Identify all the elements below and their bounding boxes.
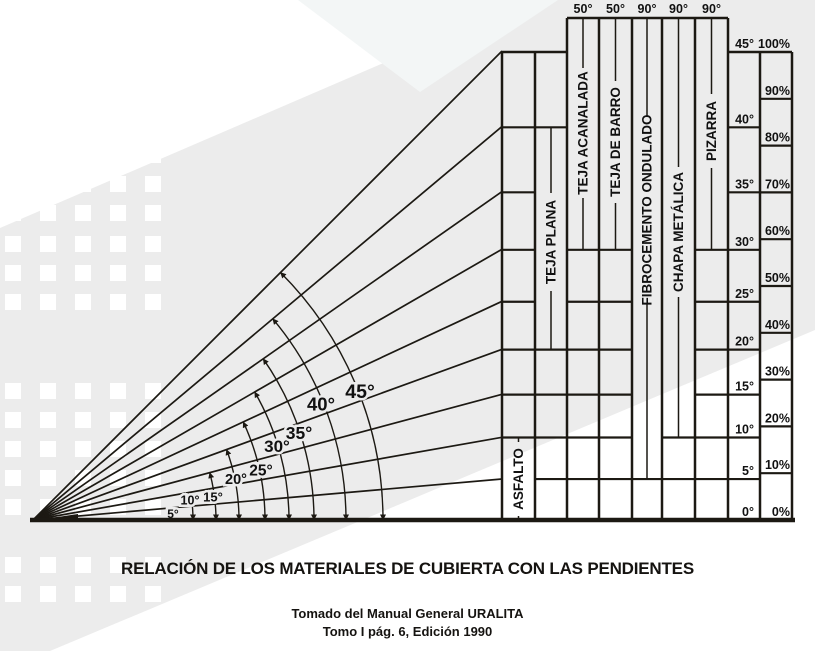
percent-scale-label: 10% xyxy=(765,458,790,472)
percent-scale-label: 100% xyxy=(758,37,790,51)
degree-scale-label: 10° xyxy=(735,422,754,436)
degree-scale-label: 30° xyxy=(735,235,754,249)
degree-scale-label: 20° xyxy=(735,335,754,349)
fan-angle-label: 40° xyxy=(307,393,335,414)
fan-angle-label: 35° xyxy=(286,423,312,443)
percent-scale-label: 90% xyxy=(765,84,790,98)
angle-arcs xyxy=(169,272,386,521)
material-top-limit-labels: 50° 50° 90° 90° 90° xyxy=(574,2,721,16)
degree-scale-label: 45° xyxy=(735,37,754,51)
fan-angle-label: 20° xyxy=(225,472,247,488)
material-label: FIBROCEMENTO ONDULADO xyxy=(640,115,655,306)
percent-scale-label: 70% xyxy=(765,177,790,191)
material-grid-lines xyxy=(502,126,728,481)
percent-scale: 100% 90% 80% 70% 60% 50% 40% 30% 20% 10% 0% xyxy=(758,37,792,519)
material-labels: ASFALTO TEJA PLANA TEJA ACANALADA TEJA DE B… xyxy=(511,71,719,510)
fan-angle-label: 15° xyxy=(203,490,223,505)
degree-scale-label: 25° xyxy=(735,287,754,301)
degree-scale-label: 0° xyxy=(742,505,754,519)
material-label: TEJA PLANA xyxy=(544,200,559,285)
percent-scale-label: 80% xyxy=(765,131,790,145)
percent-scale-label: 40% xyxy=(765,318,790,332)
fan-angle-label: 10° xyxy=(181,493,200,507)
material-label: TEJA ACANALADA xyxy=(576,71,591,195)
max-slope-label: 90° xyxy=(638,2,657,16)
fan-angle-label: 30° xyxy=(264,437,290,456)
degree-scale-label: 5° xyxy=(742,464,754,478)
source-reference-line2: Tomo I pág. 6, Edición 1990 xyxy=(322,624,493,639)
degree-scale: 45° 40° 35° 30° 25° 20° 15° 10° 5° 0° xyxy=(728,37,760,519)
percent-scale-label: 50% xyxy=(765,271,790,285)
material-label: ASFALTO xyxy=(511,448,526,510)
percent-scale-label: 60% xyxy=(765,224,790,238)
max-slope-label: 50° xyxy=(606,2,625,16)
material-label: CHAPA METÁLICA xyxy=(671,172,686,292)
material-label: PIZARRA xyxy=(704,101,719,161)
diagram-title: RELACIÓN DE LOS MATERIALES DE CUBIERTA C… xyxy=(121,559,694,578)
percent-scale-label: 20% xyxy=(765,411,790,425)
max-slope-label: 50° xyxy=(574,2,593,16)
percent-scale-label: 0% xyxy=(772,505,790,519)
max-slope-label: 90° xyxy=(702,2,721,16)
percent-scale-label: 30% xyxy=(765,365,790,379)
degree-scale-label: 15° xyxy=(735,380,754,394)
max-slope-label: 90° xyxy=(669,2,688,16)
chart-frame xyxy=(30,16,795,523)
fan-angle-label: 25° xyxy=(249,462,272,479)
material-leader-lines xyxy=(517,18,713,520)
fan-angle-label: 45° xyxy=(345,381,375,403)
source-reference-line1: Tomado del Manual General URALITA xyxy=(291,606,524,621)
degree-scale-label: 35° xyxy=(735,177,754,191)
degree-scale-label: 40° xyxy=(735,112,754,126)
material-label: TEJA DE BARRO xyxy=(608,87,623,197)
